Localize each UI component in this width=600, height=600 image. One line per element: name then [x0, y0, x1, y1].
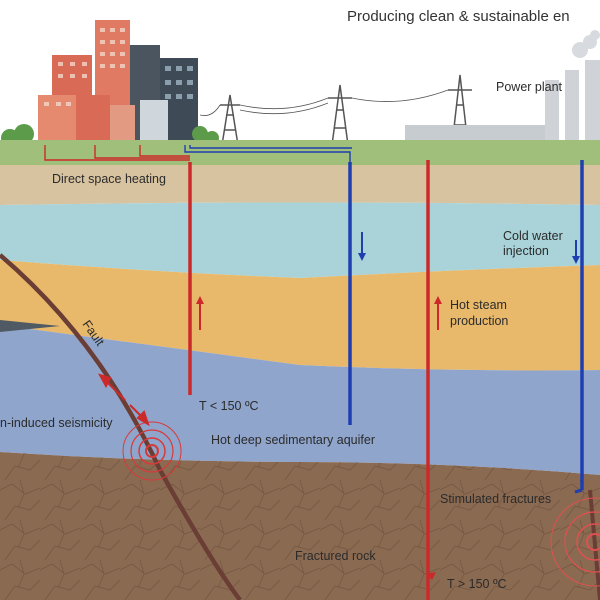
trees: [1, 124, 219, 147]
orange-layer: [0, 260, 600, 371]
fault-line: [0, 253, 242, 600]
flow-arrows: [196, 232, 580, 580]
heating-pipes: [44, 145, 352, 162]
temp-low-label: T < 150 ºC: [199, 399, 259, 413]
fault-slip-arrows: [97, 373, 150, 427]
diagram-title: Producing clean & sustainable en: [347, 8, 570, 25]
power-plant-label: Power plant: [496, 80, 563, 94]
deep-fault: [588, 489, 600, 600]
dark-wedge: [0, 320, 60, 332]
topsoil-layer: [0, 165, 600, 205]
stimulated-label: Stimulated fractures: [440, 492, 551, 506]
injection-bend: [574, 488, 583, 494]
city-buildings: [38, 20, 198, 145]
seismicity-rings: [122, 421, 182, 481]
cold-water-label-2: injection: [503, 244, 549, 258]
rock-cracks: [0, 452, 600, 600]
teal-layer: [0, 202, 600, 278]
temp-high-label: T > 150 ºC: [447, 577, 507, 591]
seismicity-label: n-induced seismicity: [0, 416, 113, 430]
stimulated-rings: [550, 497, 600, 587]
cold-water-label-1: Cold water: [503, 229, 563, 243]
hot-steam-label-1: Hot steam: [450, 298, 507, 312]
fractured-label: Fractured rock: [295, 549, 376, 563]
hot-steam-label-2: production: [450, 314, 508, 328]
direct-heating-label: Direct space heating: [52, 172, 166, 186]
aquifer-label: Hot deep sedimentary aquifer: [211, 433, 375, 447]
